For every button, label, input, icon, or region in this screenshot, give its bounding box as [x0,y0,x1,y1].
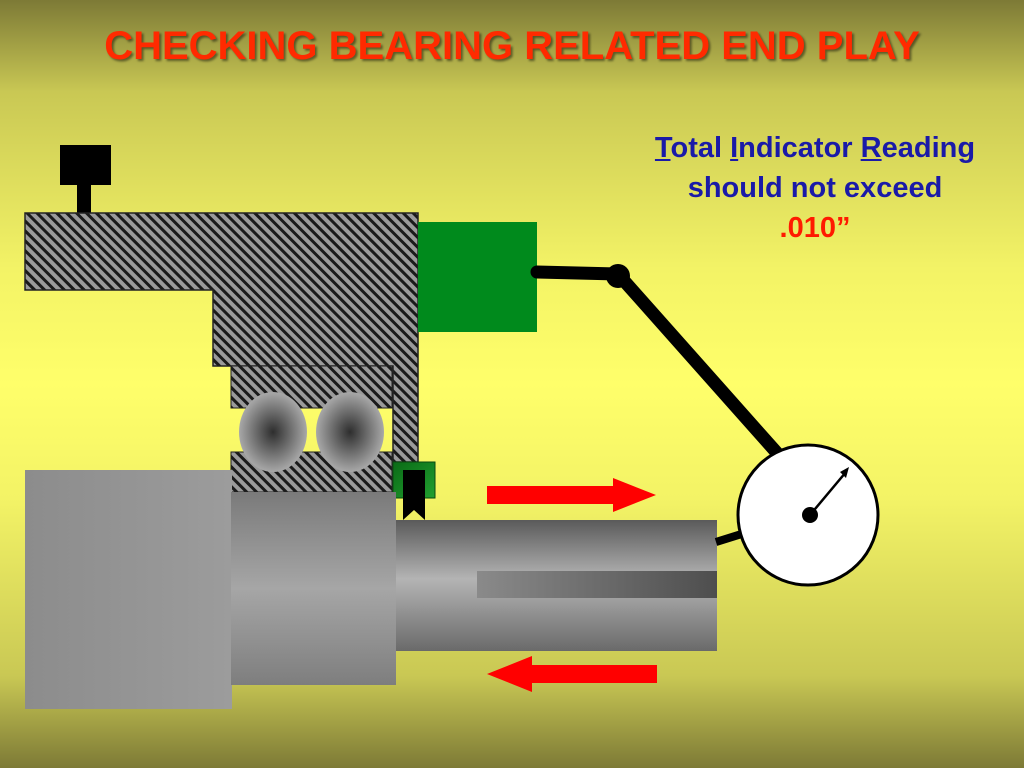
slide-title: CHECKING BEARING RELATED END PLAY [104,24,920,68]
shaft-groove [477,571,717,598]
note-word-total: otal [670,132,731,164]
note-line-1: Total Indicator Reading [600,128,1024,168]
note-initial-r: R [860,132,882,164]
arrow-right-icon [487,478,656,512]
note-value: .010” [779,212,851,244]
axle-housing-block [25,470,232,709]
seal-lip [403,470,425,520]
note-word-indicator: ndicator [738,132,861,164]
note-line-2: should not exceed [687,172,943,204]
bearing-ball-1 [239,392,307,472]
indicator-arm [530,264,792,469]
indicator-mount [418,222,537,332]
note-word-reading: eading [881,132,976,164]
arrow-left-icon [487,656,657,692]
bearing-ball-2 [316,392,384,472]
note-initial-i: I [730,132,739,164]
note-initial-t: T [654,132,671,164]
dial-indicator-icon [714,443,880,587]
tolerance-note: Total Indicator Reading should not excee… [600,128,1024,248]
hub [231,492,396,685]
clamp-screw [60,145,111,214]
